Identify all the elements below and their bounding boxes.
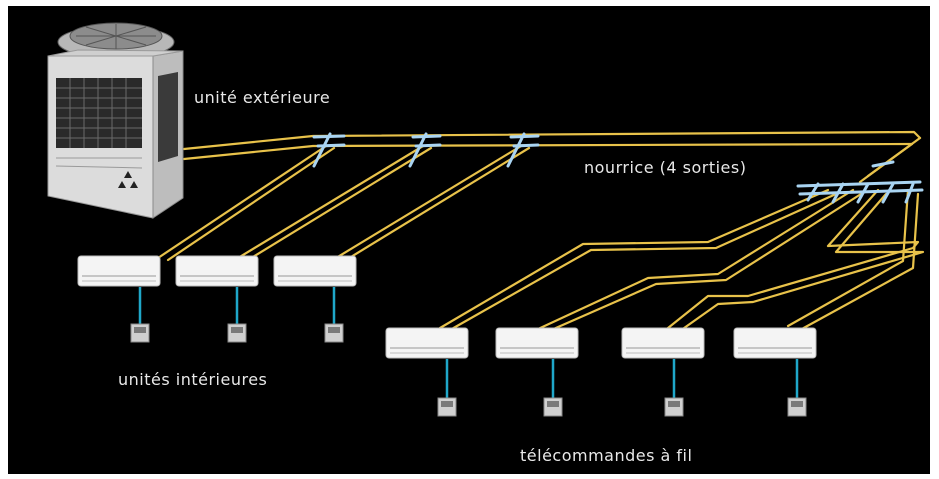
wall-split-unit-icon — [385, 327, 469, 359]
wired-remote-icon — [324, 323, 344, 343]
refrigerant-pipes — [156, 130, 925, 340]
refnet-joint-icon — [312, 132, 346, 168]
manifold-outlet-4b — [798, 192, 920, 332]
manifold-outlet-2b — [531, 192, 863, 340]
main-pipe-line-a — [182, 130, 922, 151]
outdoor-unit — [47, 22, 184, 219]
wired-remote-icon — [227, 323, 247, 343]
manifold-outlet-1a — [438, 188, 830, 330]
branch-pipe-2b — [246, 146, 433, 262]
branch-joints — [312, 132, 924, 204]
branch-pipe-1a — [156, 144, 328, 260]
header-manifold-icon — [796, 160, 924, 204]
indoor-units-upper — [77, 255, 357, 287]
brand-logo — [118, 171, 138, 188]
diagram-canvas: unité extérieure nourrice (4 sorties) un… — [8, 6, 930, 474]
branch-pipe-1b — [166, 146, 336, 262]
wired-remote-icon — [437, 397, 457, 417]
wired-remote-icon — [543, 397, 563, 417]
manifold-outlet-3a — [656, 188, 920, 338]
branch-pipe-3a — [334, 144, 523, 260]
branch-pipe-2a — [236, 144, 425, 260]
remotes-label: télécommandes à fil — [520, 446, 693, 465]
wired-remote-icon — [787, 397, 807, 417]
condenser-unit-icon — [47, 22, 184, 219]
outdoor-unit-label: unité extérieure — [194, 88, 331, 107]
remote-cables — [138, 287, 799, 398]
wall-split-unit-icon — [495, 327, 579, 359]
main-pipe-line-b — [182, 142, 914, 161]
wired-remote-icon — [130, 323, 150, 343]
manifold-label: nourrice (4 sorties) — [584, 158, 747, 177]
refnet-joint-icon — [506, 132, 540, 168]
indoor-units-label: unités intérieures — [118, 370, 268, 389]
refnet-joint-icon — [408, 132, 442, 168]
manifold-outlet-4a — [786, 188, 910, 328]
manifold-outlet-1b — [448, 192, 838, 332]
manifold-outlet-2a — [521, 188, 855, 338]
wall-split-unit-icon — [175, 255, 259, 287]
vrf-system-diagram — [47, 22, 925, 417]
wall-split-unit-icon — [621, 327, 705, 359]
wired-remote-icon — [664, 397, 684, 417]
indoor-units-lower — [385, 327, 817, 359]
manifold-outlet-3b — [668, 192, 925, 340]
wall-split-unit-icon — [77, 255, 161, 287]
branch-pipe-3b — [344, 146, 531, 262]
wall-split-unit-icon — [733, 327, 817, 359]
wall-split-unit-icon — [273, 255, 357, 287]
wired-remotes — [130, 323, 807, 417]
